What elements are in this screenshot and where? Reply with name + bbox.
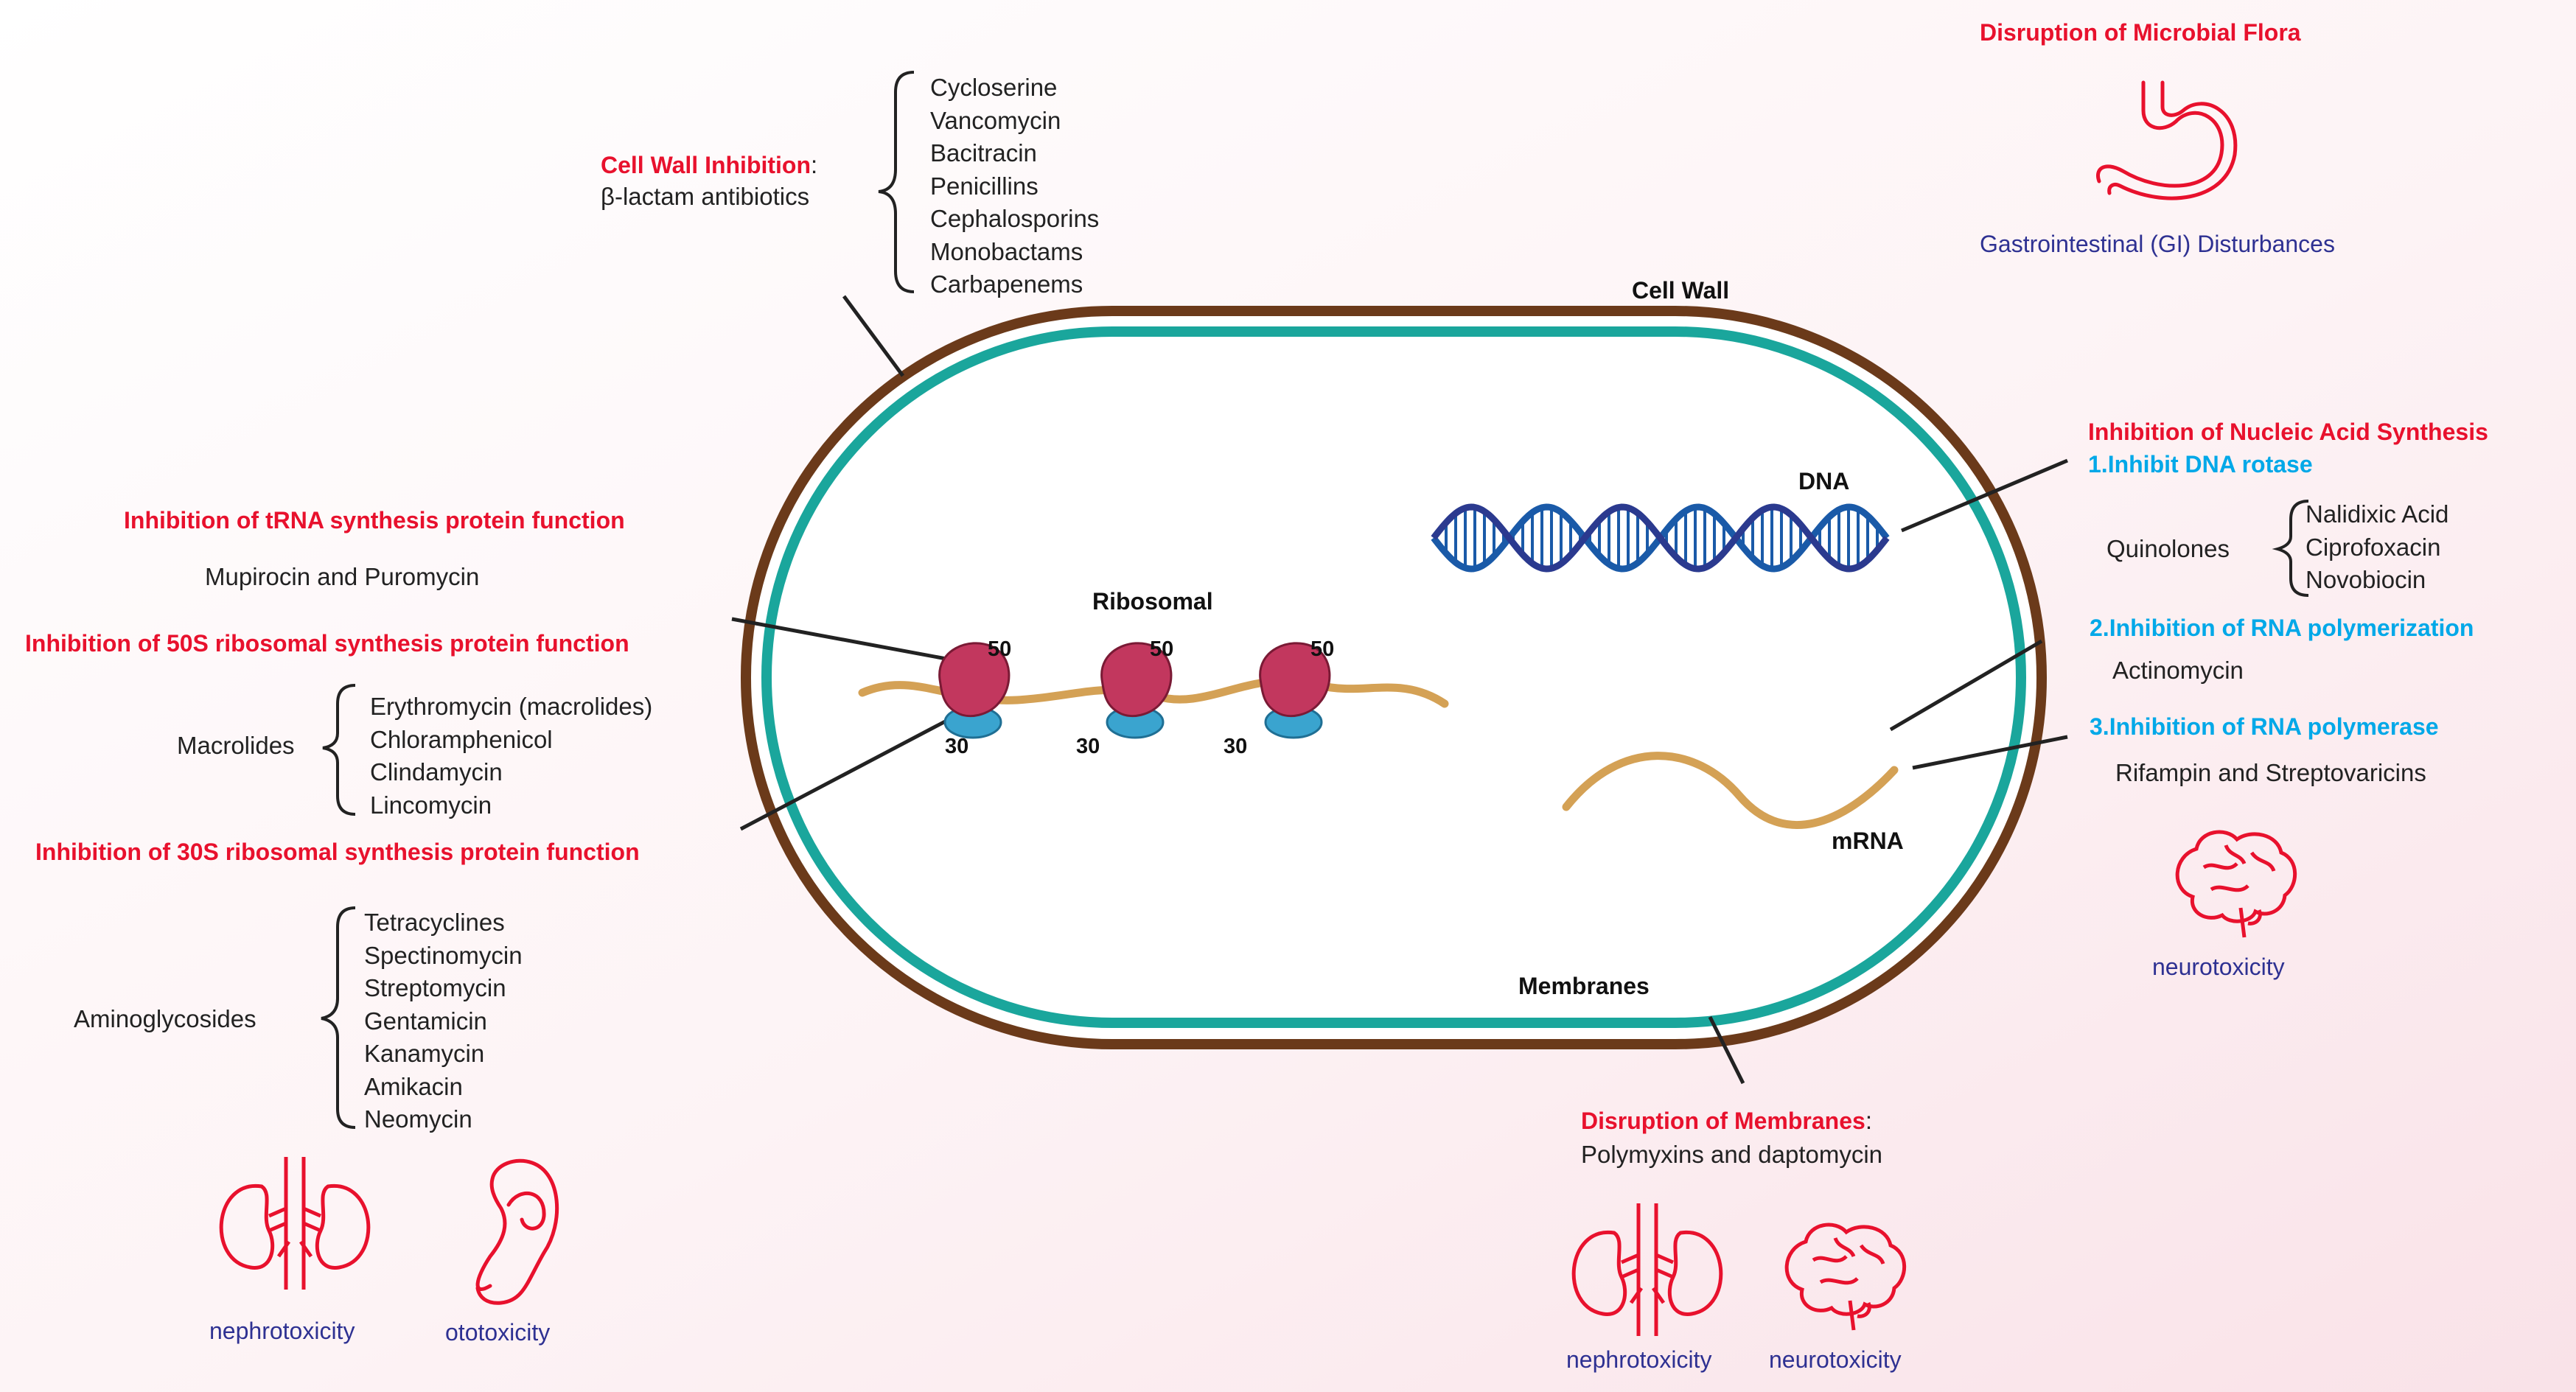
membrane-outline xyxy=(761,326,2026,1028)
microbial-flora-title: Disruption of Microbial Flora xyxy=(1980,19,2301,46)
drug-item: Chloramphenicol xyxy=(370,725,553,753)
macrolides-label: Macrolides xyxy=(177,732,295,759)
cell-wall-outline xyxy=(741,306,2047,1049)
drug-item: Erythromycin (macrolides) xyxy=(370,693,653,720)
ribosome-1-50-label: 50 xyxy=(988,637,1011,661)
drug-item: Spectinomycin xyxy=(364,941,523,969)
nucleic-acid-inhibition-title: Inhibition of Nucleic Acid Synthesis xyxy=(2088,419,2488,445)
mrna-label: mRNA xyxy=(1832,828,1904,854)
rifampin-label: Rifampin and Streptovaricins xyxy=(2115,759,2426,786)
quinolones-brace xyxy=(2272,500,2309,597)
ribosome-1-30-label: 30 xyxy=(945,735,968,758)
stomach-icon xyxy=(2096,80,2238,200)
membranes-label: Membranes xyxy=(1518,973,1650,999)
kidney-icon xyxy=(1571,1203,1723,1336)
ribosome-2-30-label: 30 xyxy=(1076,735,1100,758)
cell-wall-brace xyxy=(878,71,915,293)
macrolides-drug-list: Erythromycin (macrolides) Chloramphenicol… xyxy=(370,690,652,822)
drug-item: Monobactams xyxy=(930,237,1083,265)
inhibit-dna-gyrase-label: 1.Inhibit DNA rotase xyxy=(2088,451,2313,478)
beta-lactam-label: β-lactam antibiotics xyxy=(601,183,810,210)
rna-polymerase-pointer xyxy=(1912,735,2068,770)
ear-icon xyxy=(475,1158,559,1305)
drug-item: Ciprofoxacin xyxy=(2306,533,2441,561)
gi-disturbances-label: Gastrointestinal (GI) Disturbances xyxy=(1980,231,2335,257)
drug-item: Cephalosporins xyxy=(930,205,1100,232)
aminoglycosides-label: Aminoglycosides xyxy=(74,1005,256,1032)
trna-inhibition-title: Inhibition of tRNA synthesis protein fun… xyxy=(124,507,625,534)
ribosome-3-30-label: 30 xyxy=(1224,735,1247,758)
polymyxins-label: Polymyxins and daptomycin xyxy=(1581,1141,1883,1168)
drug-item: Gentamicin xyxy=(364,1007,487,1035)
pointer-lines xyxy=(731,295,2068,1085)
s50-inhibition-title: Inhibition of 50S ribosomal synthesis pr… xyxy=(25,630,629,657)
s50-pointer xyxy=(731,617,959,663)
drug-item: Bacitracin xyxy=(930,139,1037,167)
drug-item: Carbapenems xyxy=(930,270,1083,298)
neurotoxicity-label: neurotoxicity xyxy=(2152,954,2285,980)
membrane-pointer xyxy=(1708,1015,1745,1085)
membrane-disruption-title: Disruption of Membranes: xyxy=(1581,1107,1872,1134)
trna-drugs: Mupirocin and Puromycin xyxy=(205,563,480,590)
drug-item: Nalidixic Acid xyxy=(2306,500,2449,528)
actinomycin-label: Actinomycin xyxy=(2112,657,2244,684)
drug-item: Vancomycin xyxy=(930,106,1061,134)
brain-icon xyxy=(2175,830,2297,938)
ribosomal-label: Ribosomal xyxy=(1092,588,1213,615)
drug-item: Novobiocin xyxy=(2306,566,2426,593)
drug-item: Streptomycin xyxy=(364,974,506,1001)
mrna-strand xyxy=(1562,752,1899,829)
braces xyxy=(321,71,2309,1129)
cell-wall-inhibition-title: Cell Wall Inhibition: xyxy=(601,151,818,178)
dna-pointer xyxy=(1901,458,2068,533)
drug-item: Penicillins xyxy=(930,172,1039,200)
ribosome-2-50-label: 50 xyxy=(1150,637,1173,661)
drug-item: Tetracyclines xyxy=(364,909,505,936)
rna-polymerization-pointer xyxy=(1889,639,2043,732)
s30-inhibition-title: Inhibition of 30S ribosomal synthesis pr… xyxy=(35,839,640,865)
drug-item: Clindamycin xyxy=(370,758,503,786)
drug-item: Neomycin xyxy=(364,1105,472,1133)
ototoxicity-label: ototoxicity xyxy=(445,1319,551,1346)
dna-label: DNA xyxy=(1798,468,1850,494)
ribosome-3-50-label: 50 xyxy=(1310,637,1334,661)
nephrotoxicity-label: nephrotoxicity xyxy=(1566,1346,1712,1373)
drug-item: Kanamycin xyxy=(364,1040,485,1067)
aminoglycosides-brace xyxy=(321,906,356,1129)
rna-polymerase-label: 3.Inhibition of RNA polymerase xyxy=(2090,713,2439,740)
kidney-icon xyxy=(219,1157,371,1290)
cell-wall-pointer xyxy=(842,295,905,377)
neurotoxicity-label: neurotoxicity xyxy=(1769,1346,1902,1373)
cell-wall-label: Cell Wall xyxy=(1632,277,1730,304)
s30-pointer xyxy=(739,716,952,831)
drug-item: Cycloserine xyxy=(930,74,1058,101)
dna-helix xyxy=(1431,503,1890,573)
rna-polymerization-label: 2.Inhibition of RNA polymerization xyxy=(2090,615,2474,641)
quinolones-label: Quinolones xyxy=(2106,535,2230,562)
macrolides-brace xyxy=(322,684,356,816)
brain-icon xyxy=(1784,1223,1907,1331)
nephrotoxicity-label: nephrotoxicity xyxy=(209,1318,355,1344)
drug-item: Amikacin xyxy=(364,1072,463,1100)
drug-item: Lincomycin xyxy=(370,791,492,819)
